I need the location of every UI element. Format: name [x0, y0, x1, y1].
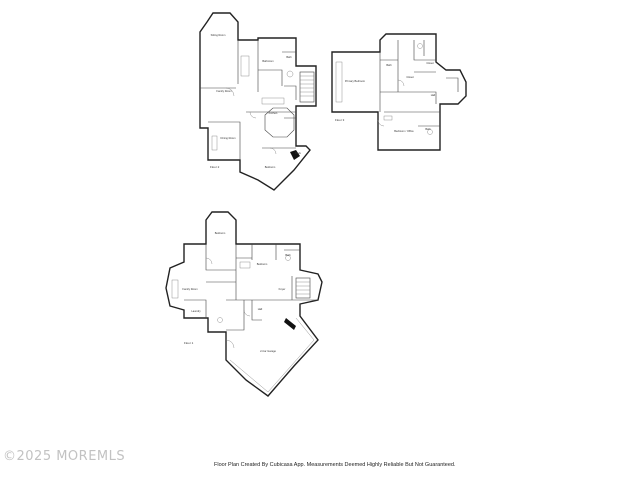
room-laundry: Laundry [191, 309, 201, 313]
room-bathroom-f2: Bathroom [262, 59, 273, 63]
stairs-floor-2 [299, 71, 315, 103]
floor-1-plan: Floor 1 Bedroom Family Room Bedroom Bath… [165, 211, 323, 397]
room-hall-f1: Hall [258, 307, 263, 311]
room-family-room-f2: Family Room [216, 89, 231, 93]
room-bath-f1: Bath [285, 253, 291, 257]
floor-2-plan: Floor 2 Sitting Room Bathroom Bath Famil… [199, 12, 317, 191]
floor-2-outline [199, 12, 317, 191]
stairs-floor-1 [295, 277, 311, 299]
room-bath-f3: Bath [386, 63, 392, 67]
room-primary-bedroom: Primary Bedroom [345, 79, 365, 83]
room-kitchen: Kitchen [269, 111, 278, 115]
room-bedroom-office: Bedroom / Office [394, 129, 414, 133]
room-bedroom-f2: Bedroom [265, 165, 276, 169]
garage-door-marker [284, 318, 296, 330]
floor-3-label: Floor 3 [335, 118, 345, 122]
room-closet-1: Closet [406, 75, 414, 79]
room-sitting-room: Sitting Room [211, 33, 226, 37]
room-bath-f3b: Bath [425, 127, 431, 131]
room-hall-f3: Hall [431, 93, 436, 97]
floor-3-outline [331, 33, 467, 151]
floor-1-label: Floor 1 [184, 341, 194, 345]
floor-3-plan: Floor 3 Primary Bedroom Bath Closet Clos… [331, 33, 467, 151]
room-garage: 2-Car Garage [260, 349, 276, 353]
mls-watermark: ©2025 MOREMLS [3, 449, 126, 464]
room-closet-2: Closet [426, 61, 434, 65]
room-deck: Deck [295, 151, 302, 155]
room-foyer: Foyer [279, 287, 286, 291]
room-bedroom-f1a: Bedroom [215, 231, 226, 235]
room-dining-room: Dining Room [221, 136, 236, 140]
room-family-room-f1: Family Room [182, 287, 197, 291]
floor-2-label: Floor 2 [210, 165, 220, 169]
floor-plan-disclaimer: Floor Plan Created By Cubicasa App. Meas… [214, 462, 456, 468]
kitchen-island [264, 107, 295, 138]
room-bath-f2: Bath [286, 55, 292, 59]
room-bedroom-f1b: Bedroom [257, 262, 268, 266]
floor-1-outline [165, 211, 323, 397]
